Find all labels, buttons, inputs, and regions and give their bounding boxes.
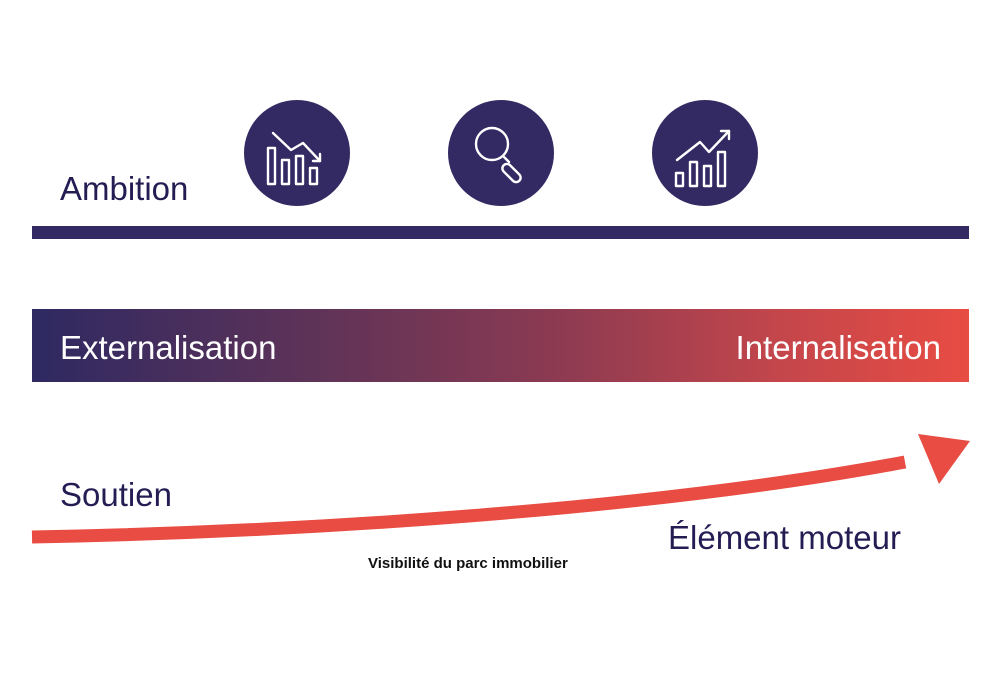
ambition-label: Ambition (60, 170, 189, 207)
declining-bar-chart-icon (244, 100, 350, 206)
element-moteur-label: Élément moteur (668, 519, 901, 556)
soutien-label: Soutien (60, 476, 172, 513)
growth-arrow-head (918, 434, 970, 484)
axis-caption: Visibilité du parc immobilier (368, 555, 568, 572)
externalisation-label: Externalisation (60, 329, 277, 366)
internalisation-label: Internalisation (735, 329, 941, 366)
magnifier-icon (448, 100, 554, 206)
rising-bar-chart-icon (652, 100, 758, 206)
externalisation-internalisation-spectrum: Externalisation Internalisation (32, 309, 969, 382)
ambition-bar (32, 226, 969, 239)
